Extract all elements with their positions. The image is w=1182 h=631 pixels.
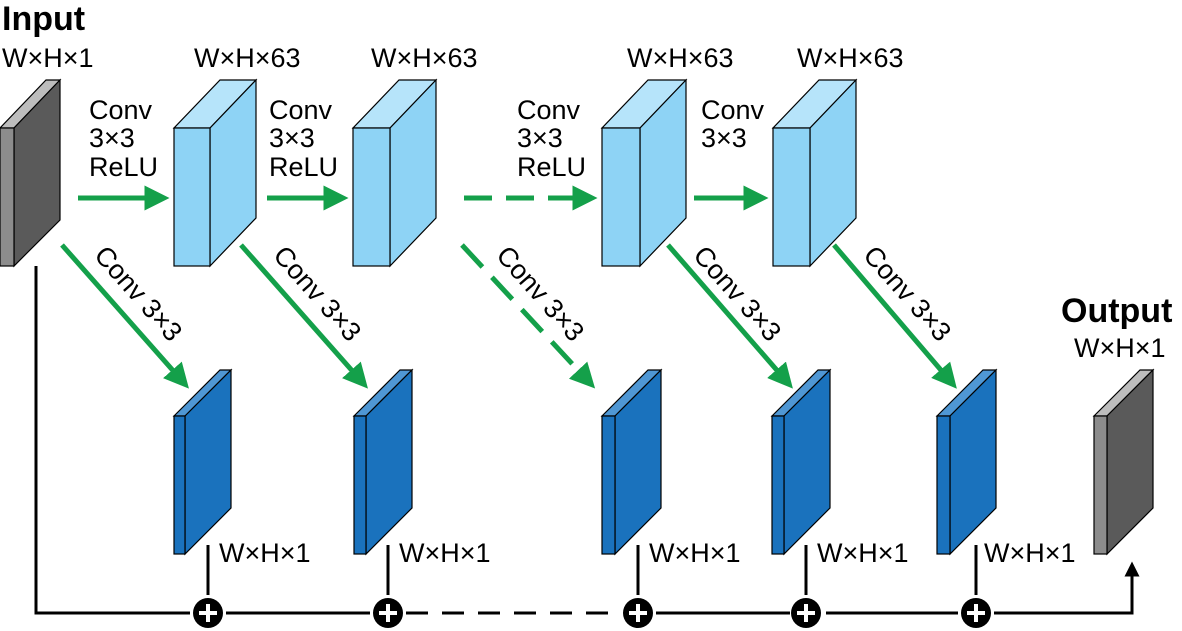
branch-arrow-1 [60,243,189,389]
input-dims: W×H×1 [2,43,94,73]
branch-dims-5: W×H×1 [984,538,1076,568]
feature-map-block-2 [351,78,438,268]
feature-map-dims-3: W×H×63 [627,43,734,73]
sum-node-4 [791,598,821,628]
branch-dims-2: W×H×1 [399,538,491,568]
branch-block-5 [935,368,998,556]
branch-block-4 [770,368,832,556]
sum-node-2 [373,598,403,628]
forward-op-1-line-3: ReLU [89,152,158,182]
forward-op-2-line-2: 3×3 [269,123,315,153]
forward-op-2-line-1: Conv [269,95,333,125]
forward-op-3-line-3: ReLU [517,152,586,182]
sum-node-5 [961,598,991,628]
feature-map-dims-4: W×H×63 [797,43,904,73]
branch-dims-4: W×H×1 [817,538,909,568]
forward-op-3-line-1: Conv [517,95,581,125]
sum-node-1 [193,598,223,628]
output-dims: W×H×1 [1074,333,1166,363]
feature-map-dims-1: W×H×63 [194,43,301,73]
output-block [1092,368,1155,556]
branch-op-label-4: Conv 3×3 [688,240,788,347]
sum-node-3 [623,598,653,628]
feature-map-block-4 [771,78,858,268]
input-title: Input [2,0,85,38]
forward-op-1-line-2: 3×3 [89,123,135,153]
feature-map-dims-2: W×H×63 [371,43,478,73]
branch-arrow-3 [460,243,596,389]
forward-op-4-line-2: 3×3 [701,123,747,153]
input-block [0,78,62,268]
branch-dims-3: W×H×1 [649,538,741,568]
branch-arrow-4 [666,243,793,389]
branch-block-2 [352,368,414,556]
forward-op-3-line-2: 3×3 [517,123,563,153]
branch-dims-1: W×H×1 [219,538,311,568]
branch-arrow-2 [239,243,368,389]
forward-op-4-line-1: Conv [701,95,765,125]
forward-op-1-line-1: Conv [89,95,153,125]
feature-map-block-1 [172,78,258,268]
feature-map-block-3 [600,78,688,268]
branch-block-3 [600,368,663,556]
forward-op-2-line-3: ReLU [269,152,338,182]
output-title: Output [1061,292,1172,330]
branch-arrow-5 [832,243,957,389]
branch-block-1 [172,368,233,556]
skip-connection [34,266,1140,615]
